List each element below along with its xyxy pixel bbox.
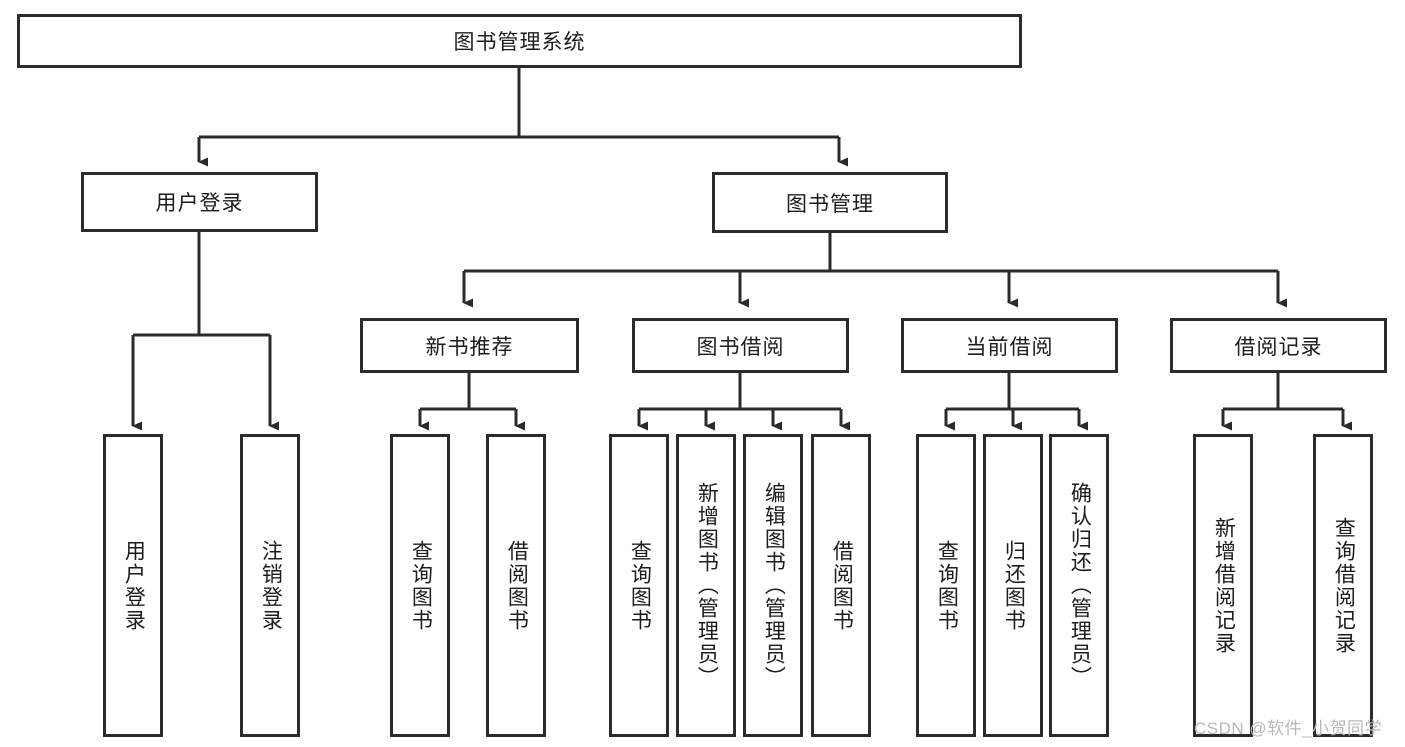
node-user-login[interactable]: 用户登录 (81, 172, 318, 232)
node-label: 借阅图书 (505, 539, 529, 632)
node-label: 图书借阅 (696, 335, 785, 359)
node-label: 图书管理 (786, 192, 874, 216)
node-label: 查询图书 (628, 539, 652, 632)
csdn-watermark: CSDN @软件_小贺同学 (1194, 719, 1383, 738)
node-label: 查询借阅记录 (1332, 516, 1356, 655)
node-label: 编辑图书（管理员） (762, 482, 786, 689)
node-book-management[interactable]: 图书管理 (712, 172, 948, 233)
node-label: 图书管理系统 (453, 31, 586, 54)
leaf-current-query-book[interactable]: 查询图书 (916, 434, 976, 737)
leaf-borrow-edit-book-admin[interactable]: 编辑图书（管理员） (743, 434, 803, 737)
leaf-recommend-query-book[interactable]: 查询图书 (390, 434, 450, 737)
leaf-user-login-logout[interactable]: 注销登录 (240, 434, 300, 737)
node-label: 新增借阅记录 (1212, 516, 1236, 655)
node-label: 归还图书 (1002, 539, 1026, 632)
node-root-system[interactable]: 图书管理系统 (17, 14, 1022, 68)
node-label: 查询图书 (935, 539, 959, 632)
leaf-borrow-add-book-admin[interactable]: 新增图书（管理员） (676, 434, 736, 737)
leaf-current-confirm-return-admin[interactable]: 确认归还（管理员） (1049, 434, 1109, 737)
node-label: 新增图书（管理员） (695, 482, 719, 689)
node-label: 注销登录 (259, 539, 283, 632)
leaf-borrow-borrow-book[interactable]: 借阅图书 (811, 434, 871, 737)
node-label: 查询图书 (409, 539, 433, 632)
node-label: 新书推荐 (425, 335, 514, 359)
node-book-borrow[interactable]: 图书借阅 (632, 318, 849, 373)
node-current-borrow[interactable]: 当前借阅 (901, 318, 1118, 373)
node-new-book-recommend[interactable]: 新书推荐 (360, 318, 579, 373)
leaf-recommend-borrow-book[interactable]: 借阅图书 (486, 434, 546, 737)
node-label: 确认归还（管理员） (1068, 482, 1092, 689)
node-label: 用户登录 (155, 192, 244, 215)
leaf-user-login-login[interactable]: 用户登录 (103, 434, 163, 737)
node-label: 当前借阅 (965, 335, 1054, 359)
node-label: 借阅记录 (1234, 335, 1323, 359)
leaf-borrow-query-book[interactable]: 查询图书 (609, 434, 669, 737)
leaf-record-query-record[interactable]: 查询借阅记录 (1313, 434, 1373, 737)
node-label: 借阅图书 (830, 539, 854, 632)
node-label: 用户登录 (122, 539, 146, 632)
leaf-current-return-book[interactable]: 归还图书 (983, 434, 1043, 737)
node-borrow-record[interactable]: 借阅记录 (1170, 318, 1387, 373)
leaf-record-add-record[interactable]: 新增借阅记录 (1193, 434, 1253, 737)
